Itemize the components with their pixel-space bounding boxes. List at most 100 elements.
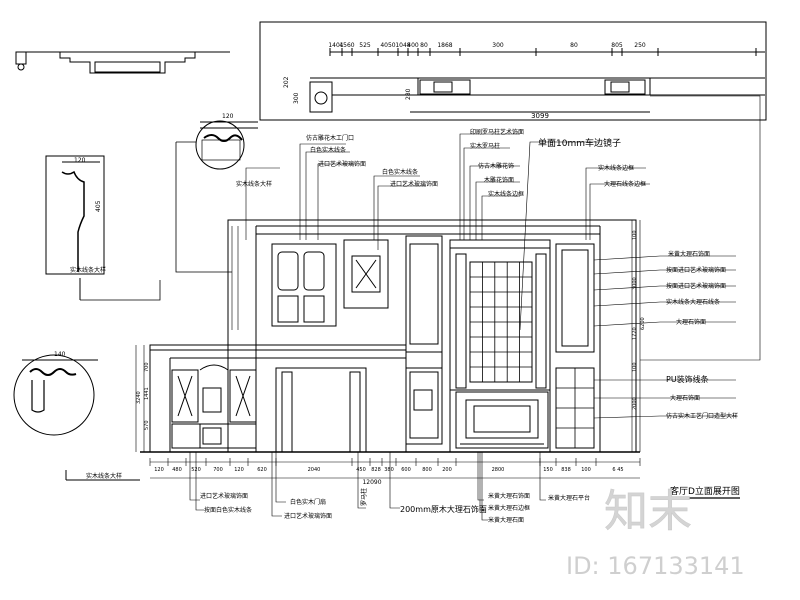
bottom-dim-label: 120 xyxy=(234,467,244,473)
bottom-dim-label: 480 xyxy=(172,467,182,473)
watermark-id: ID: 167133141 xyxy=(566,552,745,580)
label-top7: 实木罗马柱 xyxy=(470,142,500,150)
detail-label-mid: 实木线条大样 xyxy=(70,266,106,274)
label-bot10: 米黄大理石平台 xyxy=(548,494,590,502)
dim-total: 12090 xyxy=(362,479,381,486)
dim-right-2: 3000 xyxy=(632,277,638,290)
label-top4: 白色实木线条 xyxy=(382,168,418,176)
detail-dim-mid-a: 120 xyxy=(74,157,86,164)
label-bot1: 进口艺术玻璃饰面 xyxy=(200,492,248,500)
label-bot8: 米黄大理石边框 xyxy=(488,504,530,512)
dim-right-4: 6200 xyxy=(640,317,646,330)
annotations-bottom: 进口艺术玻璃饰面 按面白色实木线条 白色实木门扇 进口艺术玻璃饰面 罗马柱 20… xyxy=(189,452,590,524)
bottom-dim-label: 200 xyxy=(442,467,452,473)
label-top1: 仿古雕花木工门口 xyxy=(306,134,354,142)
bottom-dim-label: 828 xyxy=(371,467,381,473)
plan-dim-label: 1401 xyxy=(328,42,343,49)
watermark: 知末 ID: 167133141 xyxy=(566,486,745,580)
label-bot9: 米黄大理石面 xyxy=(488,516,524,524)
label-top11: 单面10mm车边镜子 xyxy=(538,137,621,149)
detail-cornice-top: 120 xyxy=(195,113,258,170)
bottom-dim-label: 100 xyxy=(581,467,591,473)
bottom-dim-label: 6 45 xyxy=(612,467,623,473)
label-right3: 按面进口艺术玻璃饰面 xyxy=(666,282,726,290)
plan-side-dim-3: 280 xyxy=(405,88,412,100)
plan-dim-label: 250 xyxy=(634,42,646,49)
bottom-dim-label: 800 xyxy=(422,467,432,473)
plan-dim-label: 80 xyxy=(570,42,578,49)
bottom-dim-label: 380 xyxy=(384,467,394,473)
plan-dim-label: 4560 xyxy=(339,42,354,49)
plan-dim-label: 300 xyxy=(492,42,504,49)
label-top3: 进口艺术玻璃饰面 xyxy=(318,160,366,168)
bottom-dim-label: 600 xyxy=(401,467,411,473)
dim-right-1: 100 xyxy=(632,230,638,240)
label-bot4: 进口艺术玻璃饰面 xyxy=(284,512,332,520)
bottom-dim-label: 2040 xyxy=(308,467,321,473)
label-right5: 大理石饰面 xyxy=(676,318,706,326)
dimension-right: 100 3000 1720 6200 2000 100 xyxy=(631,220,646,452)
bottom-dim-label: 700 xyxy=(213,467,223,473)
molding-profile-top-left xyxy=(15,51,230,74)
detail-dim-top: 120 xyxy=(222,113,234,120)
plan-width-label: 3099 xyxy=(531,112,549,120)
detail-label-bottom: 实木线条大样 xyxy=(86,472,122,480)
left-callout-label: 实木线条大样 xyxy=(236,180,272,188)
label-top8: 仿古木雕花饰 xyxy=(478,162,514,170)
detail-dim-mid-b: 405 xyxy=(95,200,102,212)
label-right6: PU装饰线条 xyxy=(666,374,709,384)
bottom-dim-label: 838 xyxy=(561,467,571,473)
watermark-logo: 知末 xyxy=(604,486,692,537)
label-top2: 白色实木线条 xyxy=(310,146,346,154)
label-top5: 进口艺术玻璃饰面 xyxy=(390,180,438,188)
dim-right-6: 100 xyxy=(632,362,638,372)
label-bot7: 米黄大理石饰面 xyxy=(488,492,530,500)
label-right4: 实木线条大理石线条 xyxy=(666,298,720,306)
dim-left-1: 3240 xyxy=(136,391,142,404)
annotations-right: 米黄大理石饰面 按面进口艺术玻璃饰面 按面进口艺术玻璃饰面 实木线条大理石线条 … xyxy=(593,250,738,420)
label-top12: 实木线条边框 xyxy=(598,164,634,172)
label-right2: 按面进口艺术玻璃饰面 xyxy=(666,266,726,274)
bottom-dim-label: 150 xyxy=(543,467,553,473)
leaders-left: 实木线条大样 xyxy=(80,141,272,301)
plan-dim-label: 400 xyxy=(407,42,419,49)
annotations-top: 仿古雕花木工门口 白色实木线条 进口艺术玻璃饰面 白色实木线条 进口艺术玻璃饰面… xyxy=(245,95,761,361)
label-top13: 大理石线条边框 xyxy=(604,180,646,188)
label-bot5: 罗马柱 xyxy=(360,488,368,506)
drawing-title: 客厅D立面展开图 xyxy=(660,485,740,499)
dimension-left: 3240 1441 570 700 xyxy=(135,226,239,452)
dim-right-5: 2000 xyxy=(632,397,638,410)
title-text: 客厅D立面展开图 xyxy=(670,485,740,497)
plan-dim-label: 525 xyxy=(359,42,371,49)
bottom-dim-label: 120 xyxy=(154,467,164,473)
label-right7: 大理石饰面 xyxy=(670,394,700,402)
detail-cornice-bottom: 140 实木线条大样 xyxy=(13,351,140,481)
dim-left-3: 570 xyxy=(144,420,150,430)
bottom-dim-label: 2800 xyxy=(492,467,505,473)
label-right8: 仿古实木工艺门口造型大样 xyxy=(666,412,738,420)
label-right1: 米黄大理石饰面 xyxy=(668,250,710,258)
detail-cornice-mid: 120 405 实木线条大样 xyxy=(45,155,106,300)
plan-dim-label: 1868 xyxy=(437,42,452,49)
plan-dim-label: 4050 xyxy=(380,42,395,49)
plan-side-dim-1: 202 xyxy=(283,76,290,88)
label-bot6: 200mm原木大理石饰面 xyxy=(400,504,487,514)
plan-dim-label: 805 xyxy=(611,42,623,49)
elevation xyxy=(140,219,640,453)
dim-right-3: 1720 xyxy=(632,327,638,340)
bottom-dim-label: 450 xyxy=(356,467,366,473)
label-top6: 印刷罗马柱艺术饰面 xyxy=(470,128,524,136)
detail-dim-bottom: 140 xyxy=(54,351,66,358)
dim-left-2: 1441 xyxy=(144,387,150,400)
dim-left-4: 700 xyxy=(144,362,150,372)
plan-side-dim-2: 300 xyxy=(293,92,300,104)
bottom-dim-label: 620 xyxy=(257,467,267,473)
label-bot2: 按面白色实木线条 xyxy=(204,506,252,514)
label-top10: 实木线条边框 xyxy=(488,190,524,198)
label-top9: 木雕花饰面 xyxy=(484,176,514,184)
plan-dim-label: 80 xyxy=(420,42,428,49)
plan-dim-label: 1048 xyxy=(395,42,410,49)
